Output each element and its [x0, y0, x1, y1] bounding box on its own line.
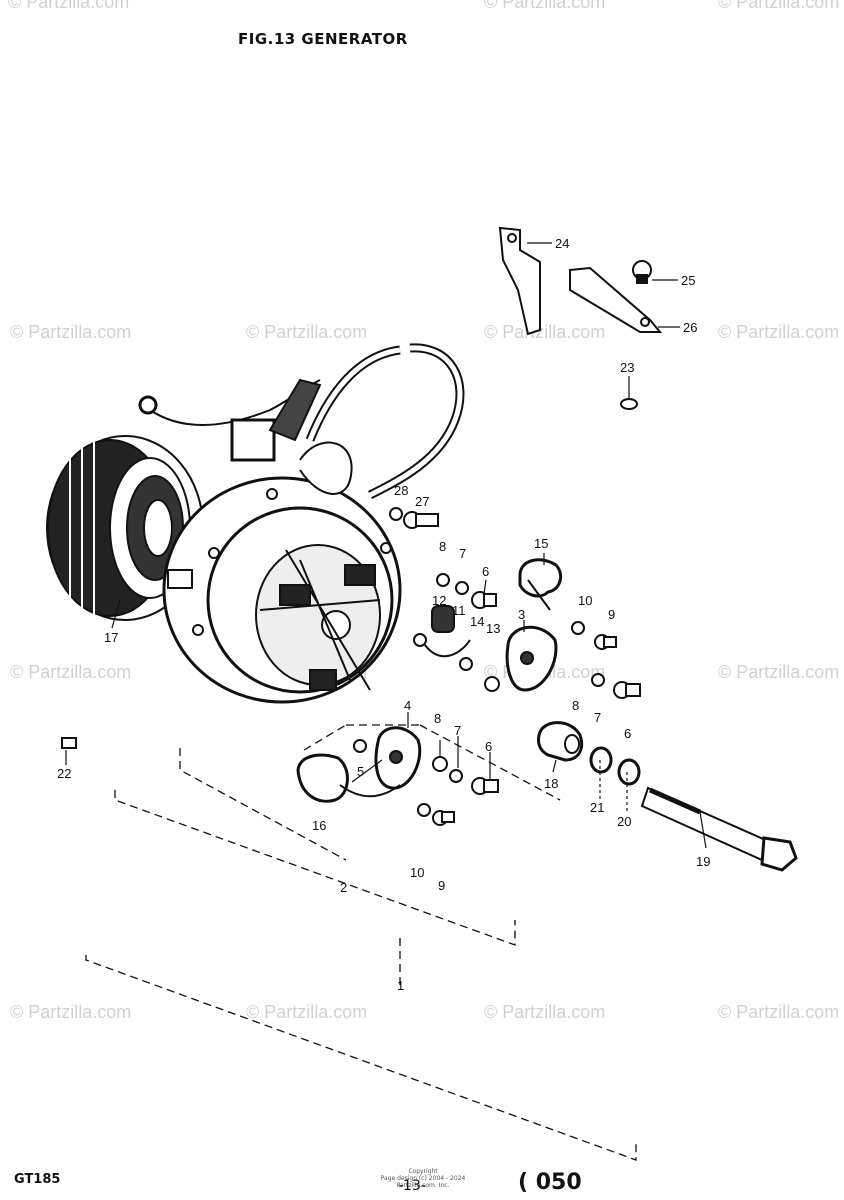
- screw-6: [471, 591, 497, 609]
- screw-9: [594, 634, 617, 650]
- watermark: © Partzilla.com: [8, 0, 130, 12]
- model-code: GT185: [14, 1172, 61, 1187]
- watermark: © Partzilla.com: [484, 1002, 606, 1022]
- watermark: © Partzilla.com: [718, 1002, 840, 1022]
- callout-label: 15: [534, 536, 548, 551]
- screw-6: [613, 681, 641, 699]
- callout-label: 10: [410, 865, 424, 880]
- watermark: © Partzilla.com: [10, 1002, 132, 1022]
- wire-harness: [138, 343, 465, 500]
- callout-label: 14: [470, 614, 484, 629]
- callout-label: 17: [104, 630, 118, 645]
- callout-label: 18: [544, 776, 558, 791]
- bracket-26: [569, 266, 663, 333]
- clip-23: [620, 398, 638, 410]
- clip-22: [61, 737, 77, 749]
- callout-label: 16: [312, 818, 326, 833]
- callout-label: 24: [555, 236, 569, 251]
- copyright-line: Copyright: [408, 1168, 438, 1175]
- callout-label: 3: [518, 607, 525, 622]
- callout-label: 8: [439, 539, 446, 554]
- callout-label: 26: [683, 320, 697, 335]
- watermark: © Partzilla.com: [246, 1002, 368, 1022]
- cam-18: [537, 721, 584, 762]
- watermark: © Partzilla.com: [10, 662, 132, 682]
- callout-label: 11: [452, 603, 466, 618]
- page-number: -13-: [398, 1178, 426, 1194]
- callout-label: 19: [696, 854, 710, 869]
- copyright-line: Page design (c) 2004 - 2024 Partzilla.co…: [380, 1175, 466, 1189]
- watermark: © Partzilla.com: [10, 322, 132, 342]
- callout-label: 25: [681, 273, 695, 288]
- callout-label: 8: [572, 698, 579, 713]
- watermark: © Partzilla.com: [246, 322, 368, 342]
- callout-label: 28: [394, 483, 408, 498]
- callout-label: 4: [404, 698, 411, 713]
- copyright-notice: Copyright Page design (c) 2004 - 2024 Pa…: [368, 1168, 478, 1189]
- callout-label: 22: [57, 766, 71, 781]
- contact-breaker-3: [505, 625, 558, 692]
- callout-label: 20: [617, 814, 631, 829]
- callout-label: 27: [415, 494, 429, 509]
- stator-housing: [162, 441, 402, 704]
- watermark: © Partzilla.com: [718, 662, 840, 682]
- callout-label: 9: [608, 607, 615, 622]
- condenser-12: [431, 605, 455, 633]
- callout-label: 13: [486, 621, 500, 636]
- contact-breaker-4: [374, 726, 422, 790]
- callout-label: 7: [459, 546, 466, 561]
- callout-label: 23: [620, 360, 634, 375]
- watermark: © Partzilla.com: [718, 322, 840, 342]
- bolt-19: [640, 786, 798, 872]
- bracket-24: [498, 226, 541, 336]
- callout-label: 7: [594, 710, 601, 725]
- callout-label: 10: [578, 593, 592, 608]
- callout-label: 1: [397, 978, 404, 993]
- watermark: © Partzilla.com: [718, 0, 840, 12]
- callout-label: 6: [624, 726, 631, 741]
- washer-20: [617, 758, 641, 786]
- figure-title: FIG.13 GENERATOR: [238, 30, 408, 48]
- screw-9: [432, 810, 455, 826]
- callout-label: 7: [454, 723, 461, 738]
- callout-label: 5: [357, 764, 364, 779]
- contact-point-15: [518, 558, 563, 611]
- screw-6: [471, 777, 499, 795]
- callout-label: 8: [434, 711, 441, 726]
- figure-code: ( 050: [518, 1170, 582, 1195]
- washer-21: [589, 746, 613, 774]
- watermark: © Partzilla.com: [484, 322, 606, 342]
- callout-label: 6: [482, 564, 489, 579]
- screw-25: [632, 260, 652, 284]
- callout-label: 12: [432, 593, 446, 608]
- screw-27: [403, 511, 439, 529]
- callout-label: 9: [438, 878, 445, 893]
- callout-label: 2: [340, 880, 347, 895]
- callout-label: 21: [590, 800, 604, 815]
- watermark: © Partzilla.com: [484, 0, 606, 12]
- callout-label: 6: [485, 739, 492, 754]
- condenser-16: [296, 753, 401, 803]
